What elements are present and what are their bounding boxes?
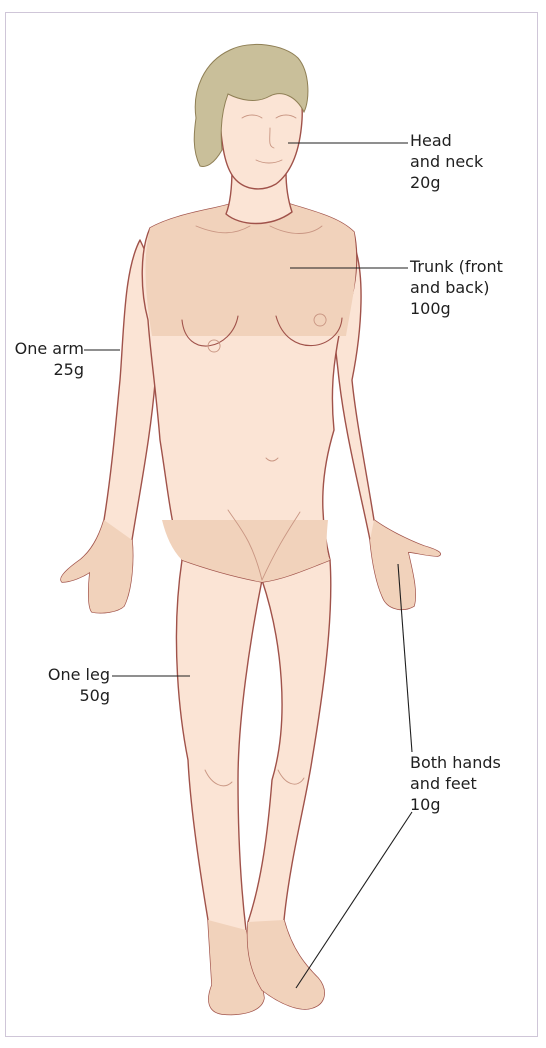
torso: [142, 204, 356, 582]
label-trunk-value: 100g: [410, 298, 503, 319]
label-leg-line1: One leg: [10, 664, 110, 685]
label-trunk-line2: and back): [410, 277, 503, 298]
label-leg-value: 50g: [10, 685, 110, 706]
label-hands-line2: and feet: [410, 773, 501, 794]
label-leg: One leg 50g: [10, 664, 110, 706]
label-arm-value: 25g: [10, 359, 84, 380]
label-trunk: Trunk (front and back) 100g: [410, 256, 503, 319]
label-head-line1: Head: [410, 130, 483, 151]
label-hands-line1: Both hands: [410, 752, 501, 773]
label-head-and-neck: Head and neck 20g: [410, 130, 483, 193]
head-and-neck: [194, 44, 308, 223]
label-head-value: 20g: [410, 172, 483, 193]
label-hands-and-feet: Both hands and feet 10g: [410, 752, 501, 815]
right-leg: [248, 560, 331, 1009]
label-arm: One arm 25g: [10, 338, 84, 380]
label-arm-line1: One arm: [10, 338, 84, 359]
label-head-line2: and neck: [410, 151, 483, 172]
label-hands-value: 10g: [410, 794, 501, 815]
label-trunk-line1: Trunk (front: [410, 256, 503, 277]
feet-leader-line: [296, 812, 412, 988]
